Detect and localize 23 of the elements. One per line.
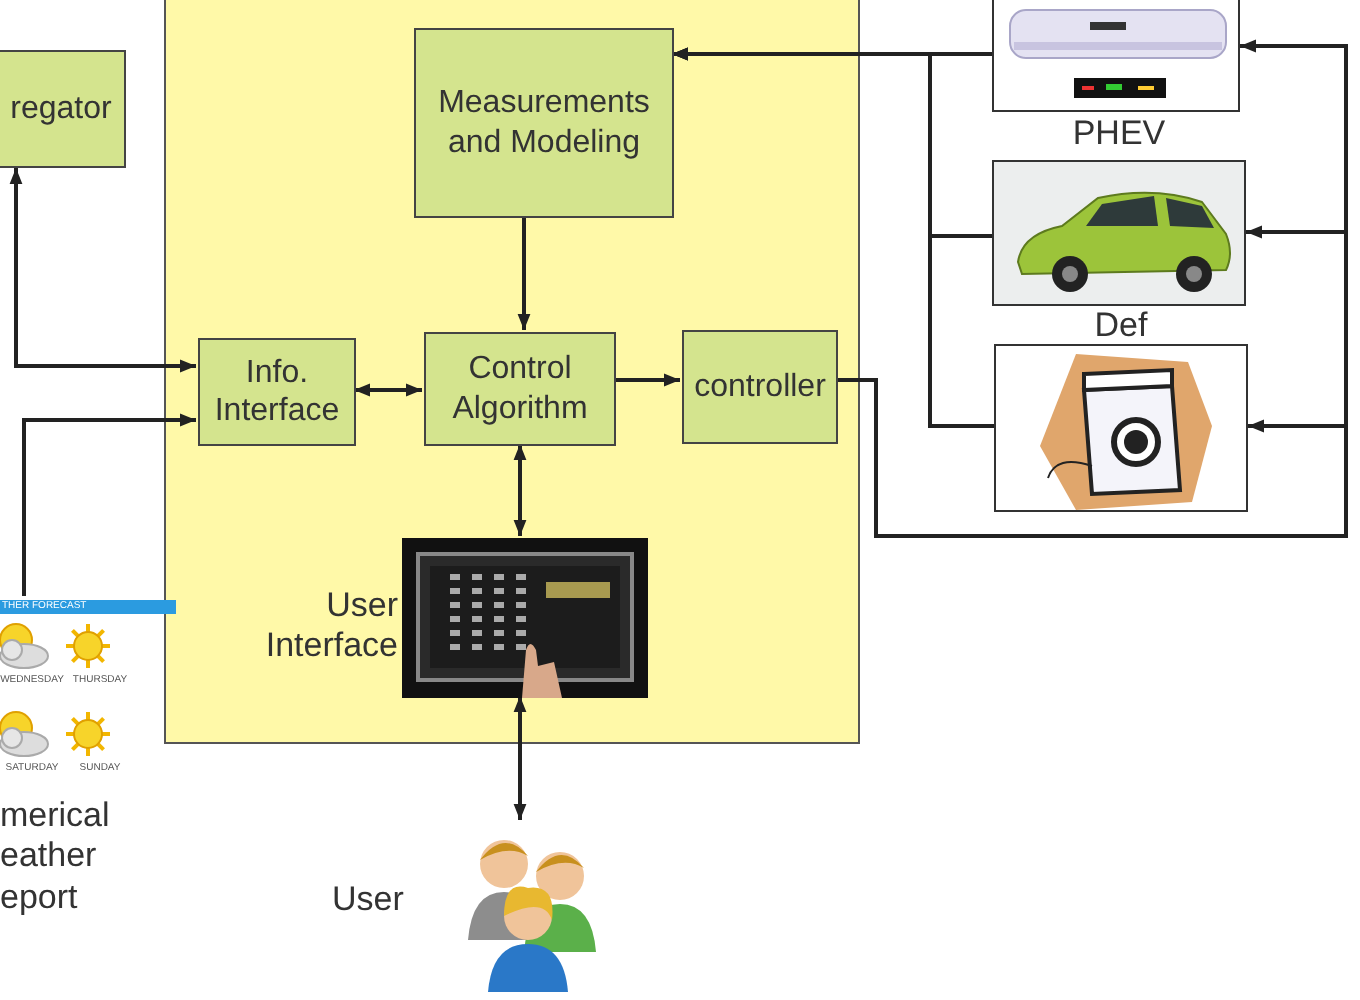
arrow [614,373,680,387]
arrow [22,413,196,596]
arrow [513,444,527,536]
node-caption: PHEV [1070,114,1168,155]
washing-machine-picture [994,344,1248,512]
system-panel [164,0,860,744]
node-caption: merical eather eport [0,796,112,919]
arrow [354,383,422,397]
process-box: controller [682,330,838,444]
arrow [9,168,196,373]
process-box: Info. Interface [198,338,356,446]
node-caption: User [332,880,406,921]
air-conditioner-picture [992,0,1240,112]
node-caption: User Interface [263,586,398,668]
node-caption: Def [1092,306,1150,347]
car-picture [992,160,1246,306]
touchscreen-picture [402,538,648,698]
arrow [517,216,531,330]
arrow [672,47,994,428]
process-box: Control Algorithm [424,332,616,446]
aggregator-box: regator [0,50,126,168]
process-box: Measurements and Modeling [414,28,674,218]
arrow [513,696,527,820]
